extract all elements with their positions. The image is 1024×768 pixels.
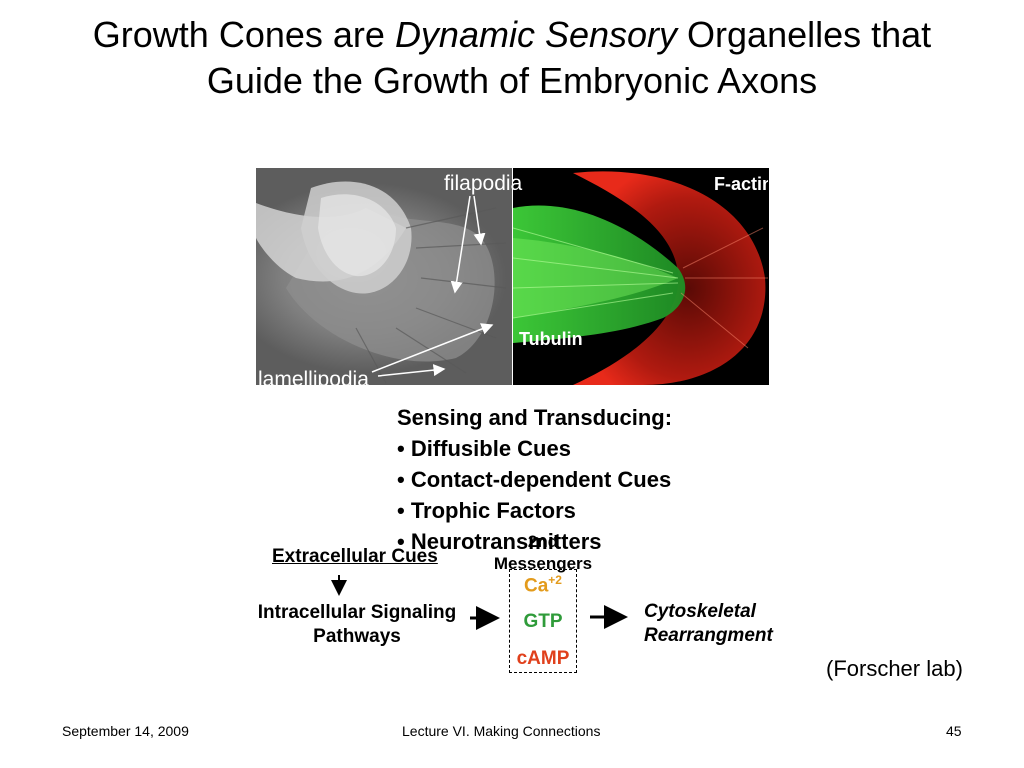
messenger-box xyxy=(509,569,577,673)
footer-lecture-title: Lecture VI. Making Connections xyxy=(402,723,601,739)
fluorescence-micrograph xyxy=(512,168,769,385)
tubulin-label: Tubulin xyxy=(519,329,583,349)
bullet: • xyxy=(397,467,405,492)
factin-label: F-actin xyxy=(714,174,768,194)
cyto-line2: Rearrangment xyxy=(644,625,773,646)
list-item-text: Trophic Factors xyxy=(410,498,576,523)
bullet: • xyxy=(397,498,405,523)
slide-title: Growth Cones are Dynamic Sensory Organel… xyxy=(20,12,1004,104)
page-number: 45 xyxy=(946,723,962,739)
footer-date: September 14, 2009 xyxy=(62,723,189,739)
second-messengers-line1: 2nd xyxy=(527,532,559,551)
intracellular-line2: Pathways xyxy=(313,626,401,647)
filapodia-arrow xyxy=(473,195,486,246)
calcium-charge: +2 xyxy=(548,573,562,587)
dic-growth-cone-image xyxy=(256,181,507,384)
intracellular-line1: Intracellular Signaling xyxy=(257,602,457,623)
lamellipodia-arrow xyxy=(371,323,494,373)
list-item: • Contact-dependent Cues xyxy=(397,464,757,495)
list-item-text: Contact-dependent Cues xyxy=(410,467,672,492)
bullet: • xyxy=(397,436,405,461)
panel-divider xyxy=(512,168,513,385)
calcium-messenger: Ca+2 xyxy=(509,573,577,597)
list-item-text: Diffusible Cues xyxy=(410,436,571,461)
cyto-line1: Cytoskeletal xyxy=(644,601,756,622)
intracellular-signaling-label: Intracellular Signaling Pathways xyxy=(232,601,482,649)
second-messengers-label: 2nd Messengers xyxy=(478,531,608,575)
lamellipodia-arrow xyxy=(377,364,446,377)
camp-messenger: cAMP xyxy=(516,648,570,669)
title-line2: Guide the Growth of Embryonic Axons xyxy=(206,60,818,101)
list-item: • Diffusible Cues xyxy=(397,433,757,464)
list-item: • Trophic Factors xyxy=(397,495,757,526)
cytoskeletal-rearrangement-label: Cytoskeletal Rearrangment xyxy=(644,600,773,648)
lab-credit: (Forscher lab) xyxy=(826,656,963,681)
list-item-text: Neurotransmitters xyxy=(410,529,602,554)
title-emphasis: Dynamic Sensory xyxy=(394,14,678,55)
title-part1: Growth Cones are xyxy=(92,14,395,55)
gtp-messenger: GTP xyxy=(523,611,563,632)
filapodia-label: filapodia xyxy=(444,172,523,195)
calcium-text: Ca xyxy=(524,575,549,597)
sensing-transducing-list: Sensing and Transducing: • Diffusible Cu… xyxy=(397,402,757,557)
dic-micrograph xyxy=(256,168,512,385)
extracellular-cues-label: Extracellular Cues xyxy=(272,546,438,567)
lamellipodia-label: lamellipodia xyxy=(258,368,369,386)
second-messengers-line2: Messengers xyxy=(493,554,593,573)
filapodia-arrow xyxy=(450,195,471,294)
fluorescence-growth-cone-image xyxy=(512,171,768,385)
growth-cone-micrographs xyxy=(256,168,769,385)
title-part2: Organelles that xyxy=(677,14,932,55)
list-item: • Neurotransmitters xyxy=(397,526,757,557)
sensing-heading: Sensing and Transducing: xyxy=(397,405,673,430)
bullet: • xyxy=(397,529,405,554)
